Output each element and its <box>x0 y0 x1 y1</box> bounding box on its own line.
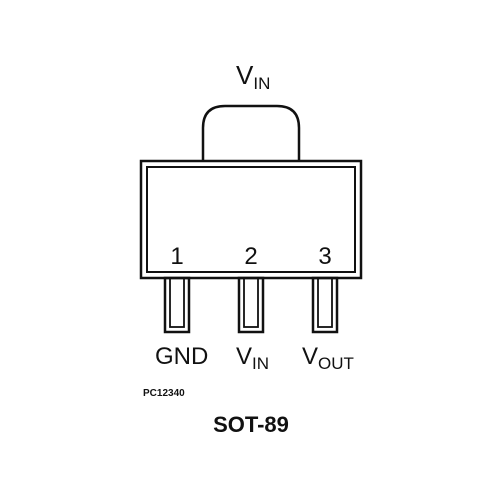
pin-number-1: 1 <box>170 243 183 270</box>
pin-3-lead <box>311 276 339 334</box>
pin-number-2: 2 <box>244 243 257 270</box>
pin-1-label: GND <box>155 343 208 370</box>
tab-label: VIN <box>236 60 270 93</box>
pin-number-3: 3 <box>318 243 331 270</box>
package-tab <box>201 104 301 161</box>
pin-1-lead <box>163 276 191 334</box>
pin-2-label: VIN <box>236 343 269 373</box>
pin-2-lead <box>237 276 265 334</box>
part-reference: PC12340 <box>143 388 185 399</box>
package-name: SOT-89 <box>213 412 289 437</box>
package-body-inner <box>146 166 356 273</box>
pin-3-label: VOUT <box>302 343 354 373</box>
